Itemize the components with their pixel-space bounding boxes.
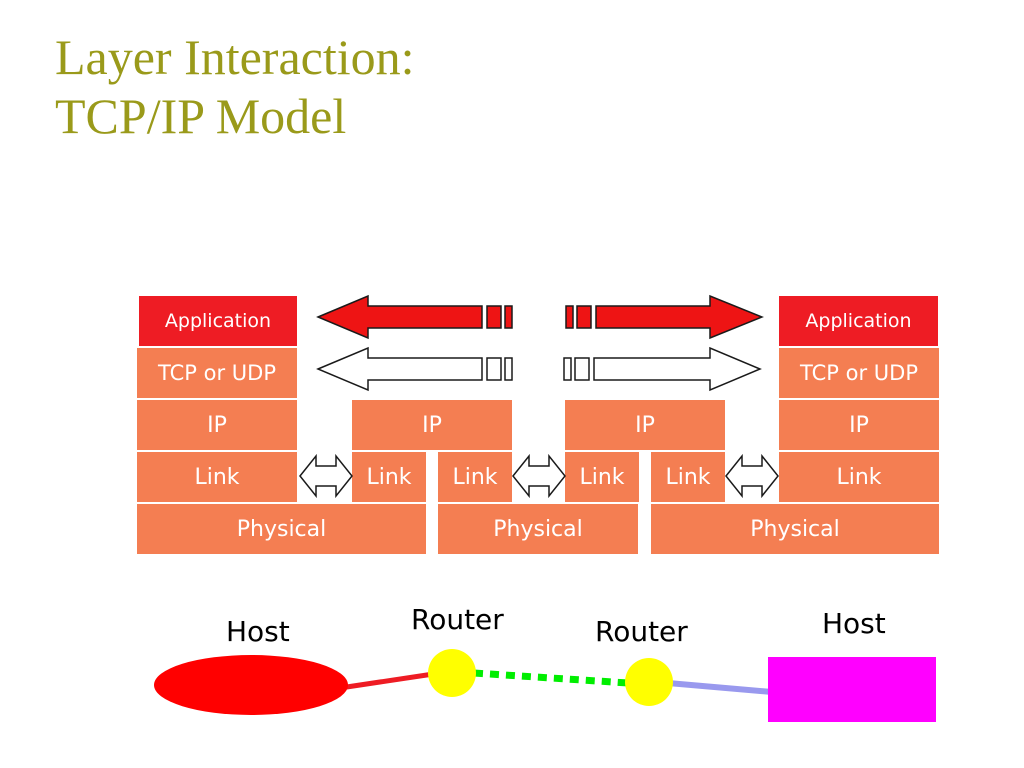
- transport-arrow-right: [563, 346, 762, 392]
- application-arrow-right: [565, 294, 765, 340]
- left-transport-box: TCP or UDP: [137, 348, 297, 398]
- right-host-node: [768, 657, 936, 722]
- left-host-label: Host: [226, 615, 290, 648]
- router2-link-right-box: Link: [651, 452, 725, 502]
- router1-node: [428, 649, 476, 697]
- right-ip-box: IP: [779, 400, 939, 450]
- link-host-router1: [339, 670, 441, 691]
- router2-ip-box: IP: [565, 400, 725, 450]
- title-line-2: TCP/IP Model: [55, 87, 347, 144]
- router2-link-left-box: Link: [565, 452, 639, 502]
- left-application-box: Application: [139, 296, 297, 346]
- transport-arrow-left: [316, 346, 513, 392]
- right-link-box: Link: [779, 452, 939, 502]
- link-double-arrow-3: [725, 453, 779, 499]
- router1-label: Router: [411, 603, 504, 636]
- title-line-1: Layer Interaction:: [55, 29, 415, 85]
- left-link-box: Link: [137, 452, 297, 502]
- left-ip-box: IP: [137, 400, 297, 450]
- right-host-label: Host: [822, 607, 886, 640]
- link-router2-host: [667, 680, 773, 695]
- router1-link-left-box: Link: [352, 452, 426, 502]
- router2-label: Router: [595, 615, 688, 648]
- router1-link-right-box: Link: [438, 452, 512, 502]
- link-double-arrow-1: [299, 453, 353, 499]
- physical-segment-3: Physical: [651, 504, 939, 554]
- router2-node: [625, 658, 673, 706]
- physical-segment-1: Physical: [137, 504, 426, 554]
- physical-segment-2: Physical: [438, 504, 638, 554]
- link-router1-router2: [473, 669, 629, 687]
- slide-title: Layer Interaction: TCP/IP Model: [55, 28, 415, 145]
- link-double-arrow-2: [512, 453, 566, 499]
- right-application-box: Application: [779, 296, 938, 346]
- right-transport-box: TCP or UDP: [779, 348, 939, 398]
- left-host-node: [154, 655, 348, 715]
- application-arrow-left: [316, 294, 513, 340]
- router1-ip-box: IP: [352, 400, 512, 450]
